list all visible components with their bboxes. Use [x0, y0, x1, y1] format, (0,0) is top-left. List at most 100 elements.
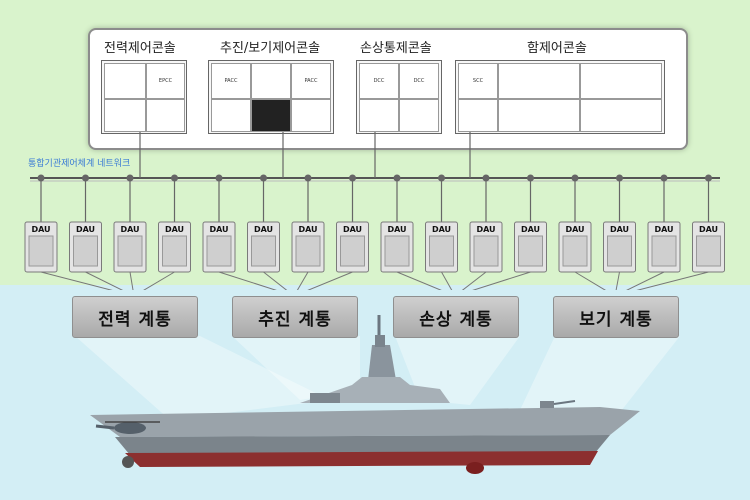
dau-door [651, 235, 677, 267]
system-label-propulsion: 추진 계통 [232, 296, 358, 338]
dau-door [73, 235, 98, 267]
dau-label: DAU [654, 225, 673, 234]
console-panel-damage-control: DCC DCC [356, 60, 442, 134]
dau-door [117, 235, 143, 267]
network-node [482, 174, 490, 182]
propulsion-screen-right-label: PACC [304, 78, 318, 84]
dau-door [28, 235, 54, 267]
dau-door [295, 235, 321, 267]
dau-label: DAU [76, 225, 95, 234]
dau-door [429, 235, 454, 267]
radar-dome [375, 335, 385, 347]
network-node [126, 174, 134, 182]
dau-system-link [40, 271, 113, 290]
console-panel-ship-control: SCC [455, 60, 665, 134]
power-screen-label: EPCC [158, 78, 173, 84]
ship-mimic-right [580, 63, 662, 99]
system-label-auxiliary: 보기 계통 [553, 296, 679, 338]
dau-system-link [626, 271, 665, 290]
dau-system-link [263, 271, 288, 290]
gun-barrel [553, 400, 576, 405]
system-label-damage: 손상 계통 [393, 296, 519, 338]
propulsion-screen-left: PACC [211, 63, 251, 99]
console-panel-propulsion: PACC PACC [208, 60, 334, 134]
dau-label: DAU [610, 225, 629, 234]
dau-label: DAU [209, 225, 228, 234]
network-node [215, 174, 223, 182]
damage-screen-left: DCC [359, 63, 399, 99]
dau-door [696, 235, 721, 267]
dau-door [251, 235, 276, 267]
dau-system-link [218, 271, 277, 290]
helicopter-tail [95, 424, 115, 430]
network-node [527, 174, 534, 182]
dau-system-link [85, 271, 124, 290]
dau-label: DAU [387, 225, 406, 234]
dau-label: DAU [254, 225, 273, 234]
network-node [438, 174, 445, 182]
dau-system-link [461, 271, 487, 290]
dau-door [384, 235, 410, 267]
console-title-ship-control: 함제어콘솔 [527, 41, 587, 56]
propulsion-screen-right: PACC [291, 63, 331, 99]
damage-keyboard-left [359, 99, 399, 132]
ship-control-panel [498, 99, 580, 132]
network-node [660, 174, 668, 182]
system-label-power: 전력 계통 [72, 296, 198, 338]
dau-door [562, 235, 588, 267]
bow-gun [540, 401, 554, 408]
dau-to-system-links [40, 271, 709, 290]
dau-system-link [129, 271, 134, 290]
dau-label: DAU [565, 225, 584, 234]
dau-label: DAU [298, 225, 317, 234]
dau-label: DAU [31, 225, 50, 234]
propeller [122, 456, 134, 468]
network-node [171, 174, 178, 182]
ship-keyboard-right [580, 99, 662, 132]
dau-label: DAU [343, 225, 362, 234]
dau-door [162, 235, 187, 267]
dau-label: DAU [699, 225, 718, 234]
network-node [260, 174, 267, 182]
propulsion-keyboard-right [291, 99, 331, 132]
dau-door [340, 235, 365, 267]
hull-upper [90, 407, 640, 437]
hangar-window [310, 393, 340, 403]
dau-system-link [307, 271, 353, 290]
ship-screen: SCC [458, 63, 498, 99]
network-node [82, 174, 89, 182]
network-node [616, 174, 623, 182]
dau-label: DAU [165, 225, 184, 234]
hull-side [115, 435, 610, 455]
propulsion-keyboard-left [211, 99, 251, 132]
network-node [349, 174, 356, 182]
helicopter [114, 422, 146, 434]
console-title-propulsion: 추진/보기제어콘솔 [220, 41, 321, 56]
dau-system-link [615, 271, 620, 290]
damage-screen-left-label: DCC [373, 78, 385, 84]
network-node [571, 174, 579, 182]
power-breaker-display [104, 63, 146, 99]
dau-door [607, 235, 632, 267]
console-panel-power: EPCC [101, 60, 187, 134]
sonar-dome [466, 462, 484, 474]
dau-system-link [574, 271, 606, 290]
network-node [304, 174, 312, 182]
dau-system-link [143, 271, 175, 290]
warship-illustration [90, 315, 640, 474]
dau-system-link [441, 271, 453, 290]
propulsion-mimic [251, 63, 291, 99]
ship-mimic-upper [498, 63, 580, 99]
ship-screen-label: SCC [472, 78, 484, 84]
hull-waterline [125, 451, 598, 467]
power-screen: EPCC [146, 63, 185, 99]
dau-label: DAU [521, 225, 540, 234]
network-node [393, 174, 401, 182]
mast-tower [368, 345, 396, 380]
console-title-damage-control: 손상통제콘솔 [360, 41, 432, 56]
power-keyboard [146, 99, 185, 132]
ship-keyboard [458, 99, 498, 132]
console-title-power: 전력제어콘솔 [104, 41, 176, 56]
